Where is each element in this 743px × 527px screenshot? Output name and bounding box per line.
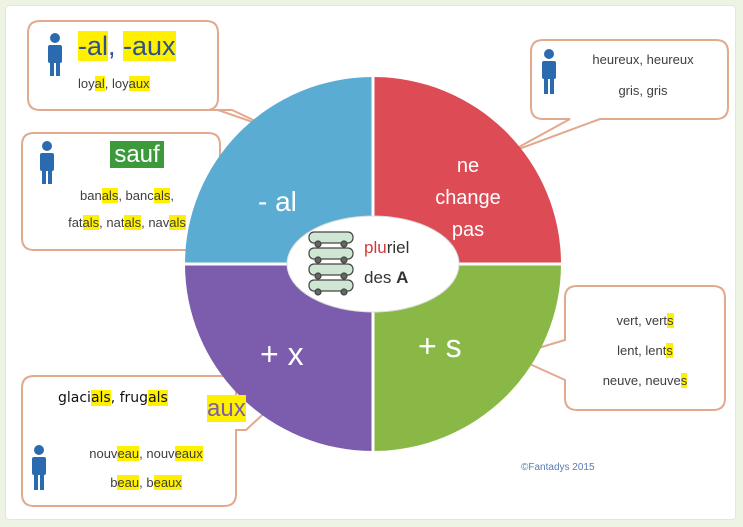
bubble-al: -al, -aux loyal, loyaux [78,28,176,91]
bubble-sauf-line1: banals, bancals, [80,188,174,203]
quadrant-top-right [373,77,561,264]
quadrant-bottom-right [373,264,561,451]
bubble-s-line2: lent, lents [617,343,673,358]
bubble-x-examples: nouveau, nouveaux beau, beaux [58,446,234,490]
bubble-s-line3: neuve, neuves [602,373,688,388]
bubble-heureux-shape [507,39,729,154]
bubble-s-line1: vert, verts [616,313,674,328]
bubble-heureux-line2: gris, gris [618,83,668,98]
person-icon [542,49,556,94]
bubble-x-line1: nouveau, nouveaux [89,446,203,461]
cars-icon [308,231,354,296]
quadrant-label-x: + x [260,336,304,372]
bubble-heureux-line1: heureux, heureux [592,52,694,67]
bubble-x-line2: beau, beaux [110,475,182,490]
center-title: pluriel des A [364,233,409,293]
quadrant-label-al: - al [258,186,297,217]
quadrant-label-ne-change-pas: ne change pas [435,155,501,241]
bubble-sauf-title: sauf [62,140,212,170]
bubble-sauf-line2: fatals, natals, navals [68,215,186,230]
quadrant-bottom-left [185,264,373,451]
overlay-note-text: glacials, frugals [58,390,168,406]
quadrant-top-left [185,77,373,264]
bubble-al-title: -al, -aux [78,31,176,61]
center-title-line1: pluriel [364,238,410,257]
overlay-note: glacials, frugals [52,377,204,429]
copyright: ©Fantadys 2015 [521,462,595,473]
center-title-line2: des A [364,268,409,287]
person-icon [32,445,46,490]
bubble-sauf: sauf banals, bancals, fatals, natals, na… [42,140,212,230]
person-icon [48,33,62,76]
bubble-x-title: aux [207,395,246,422]
person-icon [40,141,54,184]
bubble-heureux: heureux, heureux gris, gris [563,52,723,98]
bubble-al-example: loyal, loyaux [78,76,150,91]
bubble-s: vert, verts lent, lents neuve, neuves [570,313,720,388]
quadrant-label-s: + s [418,328,462,364]
